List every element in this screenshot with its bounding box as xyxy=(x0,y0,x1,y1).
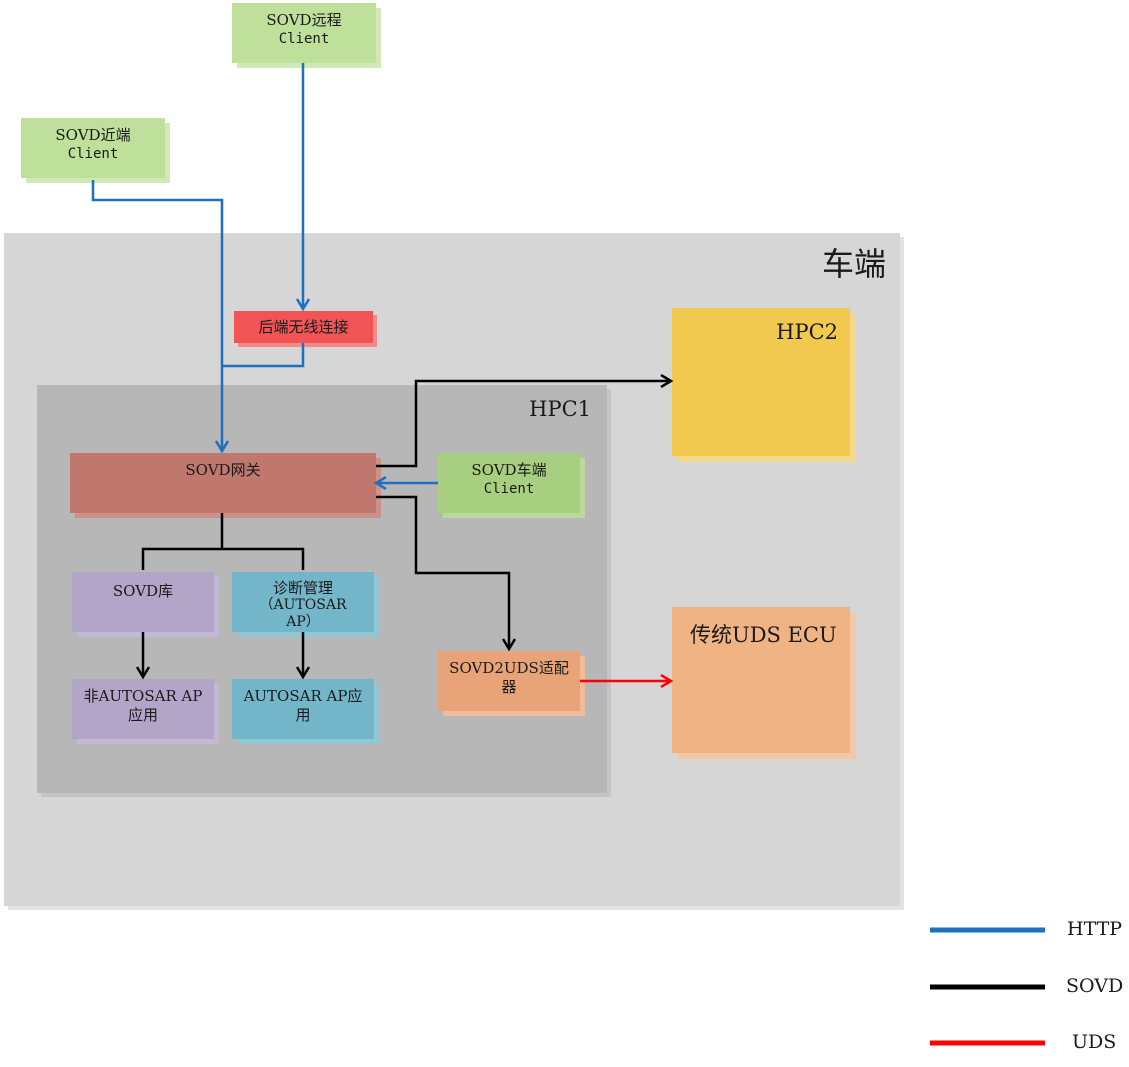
sovd-gateway-label: SOVD网关 xyxy=(185,461,261,479)
legacy-uds-ecu-box: 传统UDS ECU xyxy=(672,607,850,753)
sovd2uds-adapter-box: SOVD2UDS适配 器 xyxy=(438,651,580,711)
near-client-line2: Client xyxy=(67,146,119,162)
sovd-gateway-to-hpc2 xyxy=(376,381,671,468)
onboard-client-line1: SOVD车端 xyxy=(471,461,547,479)
non-autosar-app-line2: 应用 xyxy=(127,706,158,724)
sovd2uds-adapter-line1: SOVD2UDS适配 xyxy=(449,659,569,677)
non-autosar-app-line1: 非AUTOSAR AP xyxy=(83,687,203,705)
legend-label-http: HTTP xyxy=(1067,918,1123,940)
onboard-client-line2: Client xyxy=(483,481,535,497)
backend-wireless-label: 后端无线连接 xyxy=(258,318,349,336)
diag-mgmt-line1: 诊断管理 xyxy=(272,579,333,597)
sovd2uds-adapter-line2: 器 xyxy=(501,678,517,696)
remote-client-box: SOVD远程 Client xyxy=(232,3,376,63)
legacy-uds-ecu-label: 传统UDS ECU xyxy=(690,623,837,647)
remote-client-line1: SOVD远程 xyxy=(266,11,342,29)
non-autosar-app-box: 非AUTOSAR AP 应用 xyxy=(72,679,214,739)
autosar-app-line1: AUTOSAR AP应 xyxy=(243,687,363,705)
hpc2-label: HPC2 xyxy=(776,320,838,344)
diag-mgmt-box: 诊断管理 （AUTOSAR AP） xyxy=(232,572,374,632)
sovd-lib-box: SOVD库 xyxy=(72,572,214,632)
sovd-gateway-tree xyxy=(141,513,305,570)
http-near-to-gateway xyxy=(91,180,222,451)
remote-client-line2: Client xyxy=(278,31,330,47)
sovd-gateway-box: SOVD网关 xyxy=(70,453,376,513)
autosar-app-box: AUTOSAR AP应 用 xyxy=(232,679,374,739)
hpc2-box: HPC2 xyxy=(672,308,850,456)
backend-wireless-box: 后端无线连接 xyxy=(234,311,373,343)
vehicle-label: 车端 xyxy=(821,245,886,283)
near-client-line1: SOVD近端 xyxy=(55,126,131,144)
legend-label-sovd: SOVD xyxy=(1066,975,1124,997)
onboard-client-box: SOVD车端 Client xyxy=(438,453,580,513)
sovd-lib-label: SOVD库 xyxy=(112,582,174,600)
hpc1-label: HPC1 xyxy=(529,397,591,421)
diag-mgmt-line2: （AUTOSAR xyxy=(259,597,347,613)
sovd-gateway-to-adapter xyxy=(376,495,509,649)
near-client-box: SOVD近端 Client xyxy=(21,118,165,178)
http-backend-to-gateway xyxy=(222,343,305,368)
diag-mgmt-line3: AP） xyxy=(286,614,320,630)
legend-label-uds: UDS xyxy=(1072,1031,1117,1053)
autosar-app-line2: 用 xyxy=(295,706,311,724)
